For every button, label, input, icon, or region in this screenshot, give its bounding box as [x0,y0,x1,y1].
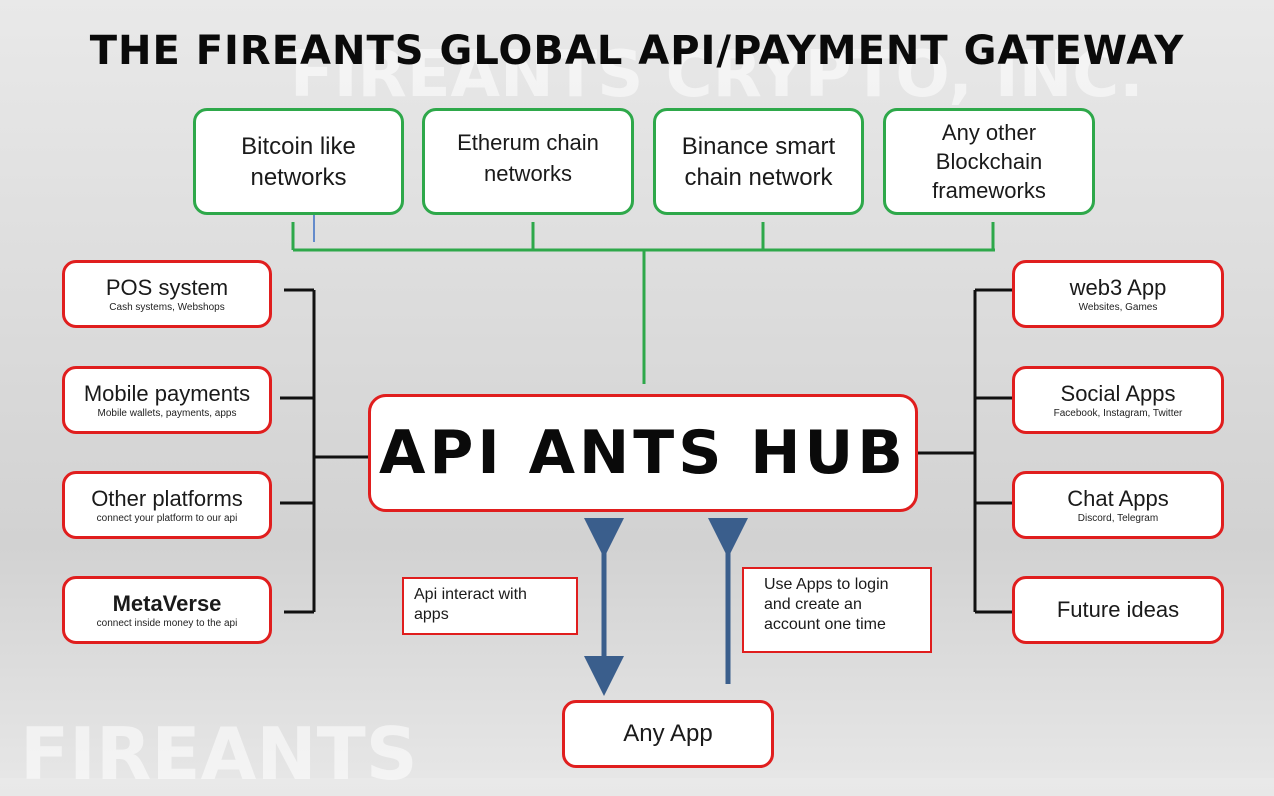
box-subtitle: Websites, Games [1078,301,1158,313]
right-box-chat-apps: Chat Apps Discord, Telegram [1012,471,1224,539]
box-title: web3 App [1069,274,1167,300]
page-title: THE FIREANTS GLOBAL API/PAYMENT GATEWAY [89,28,1185,74]
box-title: Other platforms [91,485,243,511]
network-box-binance: Binance smart chain network [653,108,864,215]
note-login: Use Apps to login and create an account … [742,567,932,653]
any-app-label: Any App [623,720,713,747]
note-line: account one time [764,616,886,633]
connector-lines [280,212,1012,696]
box-subtitle: Discord, Telegram [1077,512,1159,524]
box-subtitle: Cash systems, Webshops [109,301,225,313]
network-line: Bitcoin like [241,132,356,160]
box-title: Mobile payments [83,380,251,406]
left-box-pos-system: POS system Cash systems, Webshops [62,260,272,328]
note-line: Use Apps to login [764,576,889,593]
network-box-ethereum: Etherum chain networks [422,108,634,215]
network-line: Blockchain [935,149,1043,174]
note-api-interact: Api interact with apps [402,577,578,635]
right-box-future-ideas: Future ideas [1012,576,1224,644]
note-line: and create an [764,596,862,613]
network-box-bitcoin: Bitcoin like networks [193,108,404,215]
box-subtitle: connect your platform to our api [96,512,238,524]
note-line: apps [414,606,449,623]
left-box-metaverse: MetaVerse connect inside money to the ap… [62,576,272,644]
box-title: Social Apps [1060,380,1176,406]
note-line: Api interact with [414,586,527,603]
box-subtitle: Mobile wallets, payments, apps [97,407,237,419]
network-line: Etherum chain [457,130,599,155]
right-box-web3-app: web3 App Websites, Games [1012,260,1224,328]
box-title: Future ideas [1056,597,1180,622]
right-bracket [918,288,1012,614]
network-line: networks [483,161,573,186]
box-title: Chat Apps [1067,485,1169,511]
network-line: networks [250,163,347,191]
left-bracket [280,288,368,614]
left-box-mobile-payments: Mobile payments Mobile wallets, payments… [62,366,272,434]
box-title: POS system [105,274,229,300]
right-box-social-apps: Social Apps Facebook, Instagram, Twitter [1012,366,1224,434]
network-box-other-blockchain: Any other Blockchain frameworks [883,108,1095,215]
network-line: Any other [941,120,1037,145]
box-title: MetaVerse [112,590,222,616]
network-line: Binance smart [681,132,836,160]
box-subtitle: Facebook, Instagram, Twitter [1053,407,1183,419]
network-line: chain network [684,163,833,191]
any-app-box: Any App [562,700,774,768]
network-line: frameworks [932,178,1046,203]
left-box-other-platforms: Other platforms connect your platform to… [62,471,272,539]
network-bus [291,222,995,384]
hub-title: API ANTS HUB [379,418,907,488]
hub-box: API ANTS HUB [368,394,918,512]
box-subtitle: connect inside money to the api [96,617,238,629]
